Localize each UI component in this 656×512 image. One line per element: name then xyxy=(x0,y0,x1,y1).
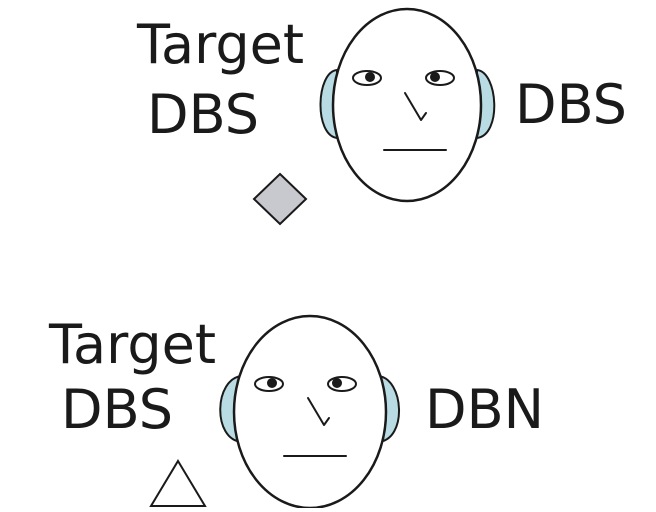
panel-2-left-eye xyxy=(254,376,284,392)
panel-1-nose xyxy=(404,92,427,121)
panel-2-face xyxy=(232,314,388,510)
panel-2-nose xyxy=(307,397,330,426)
panel-1-right-ear xyxy=(476,68,496,140)
panel-1-left-eye xyxy=(352,70,382,86)
panel-1-face xyxy=(331,7,483,203)
panel-1-right-label: DBS xyxy=(515,73,627,136)
panel-2-target-label-line1: Target xyxy=(48,313,216,376)
panel-2-right-label: DBN xyxy=(425,378,545,441)
panel-2-head xyxy=(219,314,400,510)
panel-1-target-label-line2: DBS xyxy=(147,83,259,146)
panel-2-target-label-line2: DBS xyxy=(61,378,173,441)
panel-2-right-eye xyxy=(327,376,357,392)
panel-1-right-eye xyxy=(425,70,455,86)
panel-1-target-label-line1: Target xyxy=(136,13,304,76)
panel-1-head xyxy=(319,7,496,203)
panel-2-triangle-marker xyxy=(149,459,207,507)
panel-1-diamond-marker xyxy=(252,172,308,226)
